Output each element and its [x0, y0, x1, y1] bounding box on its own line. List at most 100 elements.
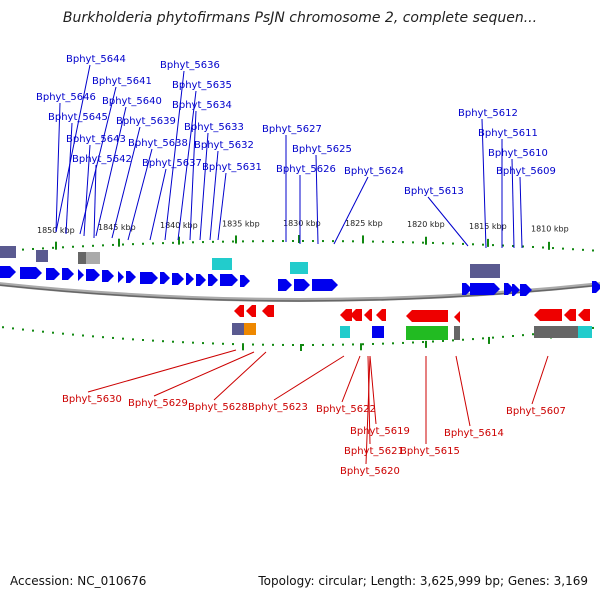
lower-track-dot	[272, 343, 274, 346]
bottom-gene-label: Bphyt_5615	[400, 446, 460, 457]
genome-stats-text: Topology: circular; Length: 3,625,999 bp…	[258, 574, 588, 588]
gray-feature	[534, 326, 564, 338]
top-leader-line	[209, 150, 219, 241]
reverse-gene-arrow	[564, 309, 576, 321]
forward-gene-arrow	[140, 272, 158, 284]
bottom-leader-line	[213, 351, 267, 401]
lower-track-dot	[92, 335, 94, 338]
bottom-gene-label: Bphyt_5619	[350, 426, 410, 437]
slate-feature	[0, 246, 16, 258]
reverse-gene-arrow	[262, 305, 274, 317]
top-gene-label: Bphyt_5640	[102, 96, 162, 107]
upper-track-dot	[572, 248, 574, 251]
lower-track-dot	[352, 343, 354, 346]
upper-track-dot	[32, 247, 34, 250]
top-gene-label: Bphyt_5624	[344, 166, 404, 177]
upper-track-dot	[562, 247, 564, 250]
forward-gene-arrow	[46, 268, 60, 280]
cyan-feature	[212, 258, 232, 270]
reverse-gene-arrow	[406, 310, 448, 322]
lower-track-dot	[442, 339, 444, 342]
bottom-leader-line	[365, 355, 371, 465]
upper-track-dot	[192, 241, 194, 244]
scale-tick	[298, 235, 300, 244]
top-gene-label: Bphyt_5635	[172, 80, 232, 91]
top-leader-line	[199, 132, 209, 241]
reverse-gene-arrow	[534, 309, 562, 321]
lower-track-dot	[432, 340, 434, 343]
lower-track-dot	[532, 333, 534, 336]
upper-track-dot	[132, 243, 134, 246]
bottom-gene-label: Bphyt_5628	[188, 402, 248, 413]
top-gene-label: Bphyt_5644	[66, 54, 126, 65]
lower-track-dot	[262, 343, 264, 346]
scale-label: 1830 kbp	[283, 219, 321, 228]
lower-track-dot	[112, 336, 114, 339]
lower-track-dot	[22, 328, 24, 331]
top-gene-label: Bphyt_5633	[184, 122, 244, 133]
bottom-gene-label: Bphyt_5607	[506, 406, 566, 417]
scale-tick	[362, 235, 364, 244]
bottom-leader-line	[367, 355, 371, 445]
upper-track-dot	[382, 240, 384, 243]
bottom-gene-label: Bphyt_5620	[340, 466, 400, 477]
lower-track-dot	[292, 343, 294, 346]
reverse-gene-arrow	[350, 309, 362, 321]
upper-track-dot	[282, 240, 284, 243]
scale-tick	[235, 235, 237, 244]
upper-track-dot	[172, 241, 174, 244]
lower-track-dot	[322, 343, 324, 346]
reverse-gene-arrow	[246, 305, 256, 317]
top-gene-label: Bphyt_5641	[92, 76, 152, 87]
top-gene-label: Bphyt_5613	[404, 186, 464, 197]
lower-track-dot	[72, 333, 74, 336]
top-leader-line	[481, 118, 487, 249]
lower-track-dot	[82, 334, 84, 337]
bottom-leader-line	[153, 351, 255, 397]
top-leader-line	[127, 148, 153, 241]
top-gene-label: Bphyt_5639	[116, 116, 176, 127]
bottom-gene-label: Bphyt_5614	[444, 428, 504, 439]
top-leader-line	[55, 102, 61, 233]
bottom-leader-line	[455, 355, 471, 427]
lower-track-dot	[592, 326, 594, 329]
lower-scale-tick	[425, 340, 427, 348]
forward-gene-arrow	[520, 284, 532, 296]
upper-track-dot	[92, 244, 94, 247]
upper-track-dot	[372, 240, 374, 243]
upper-track-dot	[482, 243, 484, 246]
slate-feature	[36, 250, 48, 262]
slate-feature	[470, 264, 500, 278]
upper-track-dot	[72, 245, 74, 248]
gray-feature	[564, 326, 578, 338]
upper-track-dot	[462, 242, 464, 245]
lower-track-dot	[452, 339, 454, 342]
top-leader-line	[65, 122, 73, 235]
map-title: Burkholderia phytofirmans PsJN chromosom…	[62, 10, 538, 26]
scale-label: 1825 kbp	[345, 219, 383, 228]
top-leader-line	[164, 70, 185, 241]
top-leader-line	[511, 158, 515, 249]
forward-gene-arrow	[20, 267, 42, 279]
lower-track-dot	[232, 343, 234, 346]
gray-feature	[454, 326, 460, 340]
green-feature	[406, 326, 448, 340]
forward-gene-arrow	[220, 274, 238, 286]
forward-gene-arrow	[172, 273, 184, 285]
upper-track-dot	[552, 247, 554, 250]
top-gene-label: Bphyt_5634	[172, 100, 232, 111]
bottom-gene-label: Bphyt_5623	[248, 402, 308, 413]
upper-track-dot	[232, 240, 234, 243]
scale-label: 1815 kbp	[469, 222, 507, 231]
forward-gene-arrow	[118, 271, 124, 283]
top-leader-line	[55, 64, 91, 233]
lower-track-dot	[12, 327, 14, 330]
upper-track-dot	[392, 240, 394, 243]
upper-track-dot	[112, 243, 114, 246]
bottom-gene-label: Bphyt_5629	[128, 398, 188, 409]
bottom-leader-line	[87, 349, 237, 393]
top-gene-label: Bphyt_5632	[194, 140, 254, 151]
scale-label: 1820 kbp	[407, 220, 445, 229]
upper-track-dot	[332, 240, 334, 243]
upper-track-dot	[142, 242, 144, 245]
